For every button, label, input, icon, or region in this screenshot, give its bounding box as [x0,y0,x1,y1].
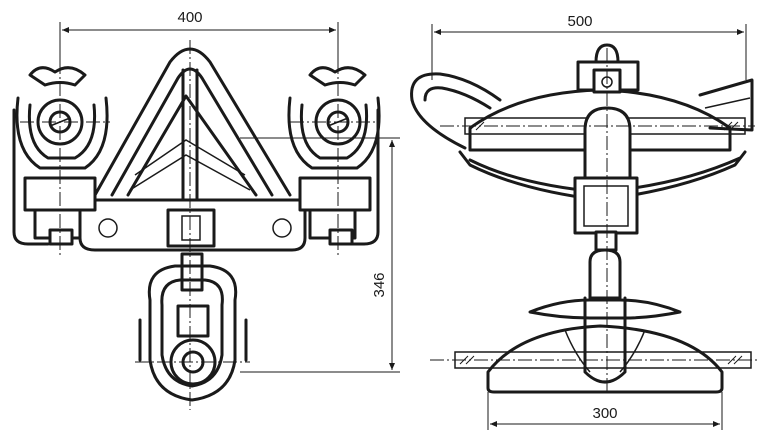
side-centerlines [430,48,760,395]
lower-shoe [454,296,752,394]
dimension-side-width: 500 [431,13,747,80]
front-height-label: 346 [371,272,388,297]
triangle-frame [93,47,292,212]
dimension-front-width: 400 [59,9,339,70]
dimension-side-base: 300 [487,392,723,430]
base-plate [78,198,307,252]
side-width-label: 500 [567,13,592,30]
side-view: 500 [410,13,760,430]
dimension-front-height: 346 [240,137,400,373]
lower-clamp [138,252,248,402]
front-view: 400 346 [12,9,400,410]
center-connector [573,106,639,300]
top-bolt [576,43,640,94]
side-base-label: 300 [592,405,617,422]
front-width-label: 400 [177,9,202,26]
front-centerlines [20,40,380,410]
